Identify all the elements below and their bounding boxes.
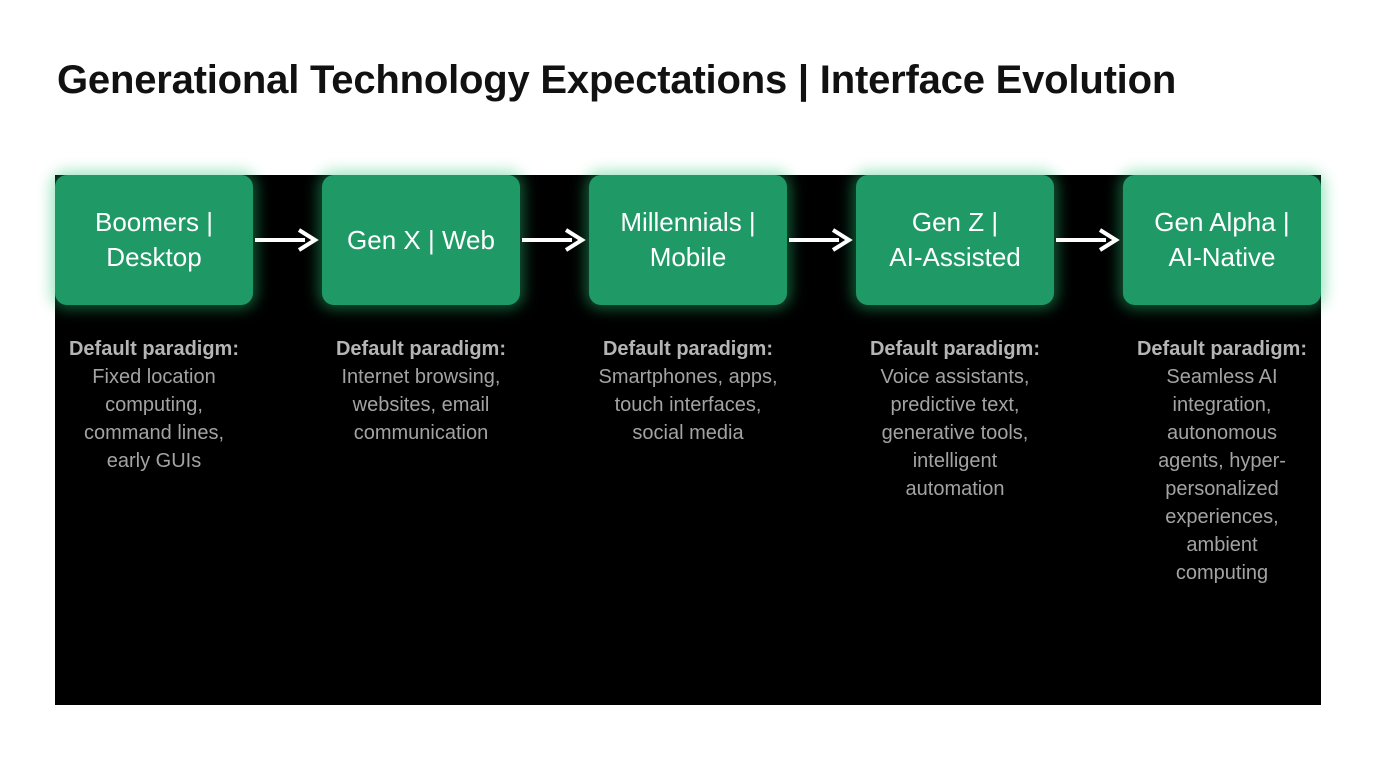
description-heading: Default paradigm: xyxy=(335,338,507,360)
description-text: Fixed location computing, command lines,… xyxy=(83,366,225,472)
stage-boomers-description: Default paradigm: Fixed location computi… xyxy=(44,335,264,475)
arrow-right-icon xyxy=(255,228,319,252)
stage-boomers-label: Boomers | Desktop xyxy=(94,207,213,272)
description-heading: Default paradigm: xyxy=(1136,338,1308,360)
stage-gen-z-box: Gen Z | AI-Assisted xyxy=(856,175,1054,305)
stage-millennials-description: Default paradigm: Smartphones, apps, tou… xyxy=(578,335,798,447)
stage-millennials-label: Millennials | Mobile xyxy=(620,207,756,272)
description-text: Seamless AI integration, autonomous agen… xyxy=(1158,366,1286,584)
stage-gen-alpha-label: Gen Alpha | AI-Native xyxy=(1154,207,1290,272)
stage-gen-z-label: Gen Z | AI-Assisted xyxy=(889,207,1021,272)
description-heading: Default paradigm: xyxy=(68,338,240,360)
description-text: Voice assistants, predictive text, gener… xyxy=(880,366,1030,500)
description-heading: Default paradigm: xyxy=(602,338,774,360)
stage-boomers-box: Boomers | Desktop xyxy=(55,175,253,305)
description-text: Internet browsing, websites, email commu… xyxy=(341,366,501,444)
stage-gen-x-description: Default paradigm: Internet browsing, web… xyxy=(311,335,531,447)
stage-gen-x-label: Gen X | Web xyxy=(347,224,495,255)
description-heading: Default paradigm: xyxy=(869,338,1041,360)
arrow-right-icon xyxy=(789,228,853,252)
stage-gen-x-box: Gen X | Web xyxy=(322,175,520,305)
stage-gen-alpha-box: Gen Alpha | AI-Native xyxy=(1123,175,1321,305)
timeline-panel: Boomers | Desktop Gen X | Web Millennial… xyxy=(55,175,1321,705)
stage-gen-z-description: Default paradigm: Voice assistants, pred… xyxy=(845,335,1065,503)
page-title: Generational Technology Expectations | I… xyxy=(57,58,1177,102)
stage-gen-alpha-description: Default paradigm: Seamless AI integratio… xyxy=(1112,335,1332,587)
stage-millennials-box: Millennials | Mobile xyxy=(589,175,787,305)
description-text: Smartphones, apps, touch interfaces, soc… xyxy=(598,366,778,444)
arrow-right-icon xyxy=(522,228,586,252)
arrow-right-icon xyxy=(1056,228,1120,252)
